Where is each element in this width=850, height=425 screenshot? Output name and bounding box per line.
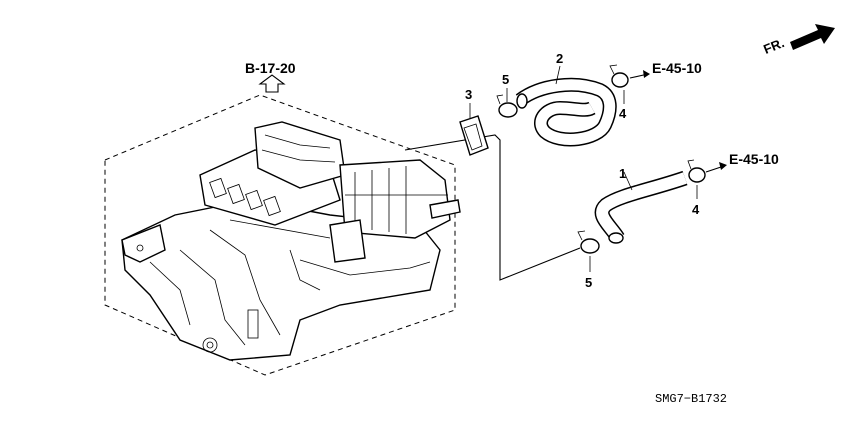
clamp-part-5-lower — [577, 230, 600, 254]
diagram-code: SMG7−B1732 — [655, 392, 727, 406]
front-direction-label: FR. — [761, 35, 786, 57]
heater-unit-assembly — [121, 121, 461, 361]
upper-reference-label: E-45-10 — [652, 60, 702, 76]
callout-2: 2 — [556, 51, 563, 66]
clamp-part-4-upper — [609, 64, 629, 88]
callout-1-leader — [623, 171, 633, 191]
callout-5-upper: 5 — [502, 72, 509, 87]
front-direction-arrow-icon — [790, 24, 835, 50]
callout-3: 3 — [465, 87, 472, 102]
upper-reference-arrow-icon — [643, 70, 650, 78]
lower-reference-label: E-45-10 — [729, 151, 779, 167]
callout-4-upper: 4 — [619, 106, 627, 121]
up-arrow-icon — [258, 74, 286, 93]
unit-dashed-outline — [104, 94, 456, 376]
callout-4-lower: 4 — [692, 202, 700, 217]
callout-1: 1 — [619, 166, 626, 181]
clamp-part-4-lower — [687, 159, 706, 183]
clamp-part-5-upper — [496, 94, 518, 118]
hose-part-1 — [594, 170, 688, 244]
callout-2-leader — [555, 65, 561, 85]
lower-reference-arrow-icon — [719, 162, 727, 170]
unit-reference-label: B-17-20 — [245, 60, 296, 76]
seal-part-3 — [459, 115, 489, 156]
hose-part-2 — [515, 77, 617, 147]
callout-5-lower: 5 — [585, 275, 592, 290]
